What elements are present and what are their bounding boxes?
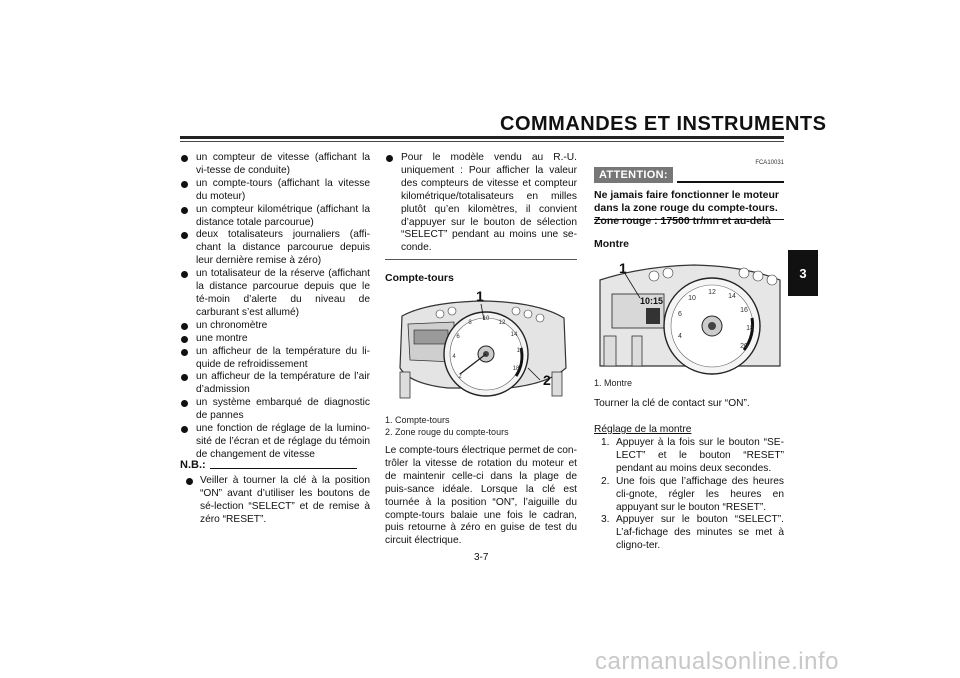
chapter-tab: 3 bbox=[788, 250, 818, 296]
figure-callout-2: 2 bbox=[543, 372, 551, 388]
attention-block: FCA10031 ATTENTION: Ne jamais faire fonc… bbox=[594, 160, 784, 228]
attention-label: ATTENTION: bbox=[594, 167, 673, 183]
step-item: 1.Appuyer à la fois sur le bouton “SE-LE… bbox=[601, 437, 784, 474]
list-item: deux totalisateurs journaliers (affi-cha… bbox=[180, 229, 370, 268]
svg-text:20: 20 bbox=[740, 343, 748, 350]
nb-note: Veiller à tourner la clé à la position “… bbox=[180, 475, 370, 527]
bullet-icon bbox=[181, 374, 188, 382]
attention-text: Ne jamais faire fonctionner le moteur da… bbox=[594, 189, 779, 227]
column-1: un compteur de vitesse (affichant la vi-… bbox=[180, 152, 370, 462]
svg-text:10: 10 bbox=[688, 295, 696, 302]
svg-text:4: 4 bbox=[678, 333, 682, 340]
attention-code: FCA10031 bbox=[755, 160, 784, 166]
svg-text:8: 8 bbox=[468, 320, 472, 326]
clock-caption: 1. Montre bbox=[594, 378, 633, 388]
bullet-icon bbox=[181, 322, 188, 330]
svg-text:6: 6 bbox=[456, 334, 460, 340]
clock-figure: 10:15 4 6 10 12 14 16 18 20 bbox=[599, 264, 781, 375]
list-item: Veiller à tourner la clé à la position “… bbox=[180, 475, 370, 527]
list-item: un afficheur de la température du li-qui… bbox=[180, 346, 370, 372]
bullet-icon bbox=[181, 155, 188, 162]
section-heading-montre: Montre bbox=[594, 238, 629, 250]
figure-caption-1: 1. Compte-tours bbox=[385, 415, 450, 425]
bullet-icon bbox=[181, 206, 188, 214]
list-item: un compte-tours (affichant la vitesse du… bbox=[180, 178, 370, 204]
list-item: Pour le modèle vendu au R.-U. uniquement… bbox=[385, 152, 577, 255]
svg-text:6: 6 bbox=[678, 311, 682, 318]
feature-list: un compteur de vitesse (affichant la vi-… bbox=[180, 152, 370, 462]
svg-text:18: 18 bbox=[746, 325, 754, 332]
bullet-icon bbox=[181, 232, 188, 240]
bullet-icon bbox=[181, 335, 188, 343]
step-item: 3.Appuyer sur le bouton “SELECT”. L’af-f… bbox=[601, 514, 784, 552]
svg-text:14: 14 bbox=[728, 293, 736, 300]
figure-callout-1: 1 bbox=[476, 288, 484, 304]
header-rule bbox=[180, 136, 784, 139]
tachometer-figure: 2 4 6 8 10 12 14 16 18 bbox=[399, 300, 567, 399]
nb-rule bbox=[209, 468, 357, 469]
list-item: un totalisateur de la réserve (affichant… bbox=[180, 268, 370, 320]
svg-text:16: 16 bbox=[517, 348, 524, 354]
svg-text:16: 16 bbox=[740, 307, 748, 314]
bullet-icon bbox=[186, 478, 193, 485]
list-item: un système embarqué de diagnostic de pan… bbox=[180, 397, 370, 423]
bullet-icon bbox=[181, 400, 188, 408]
svg-text:18: 18 bbox=[513, 366, 520, 372]
bullet-icon bbox=[386, 155, 393, 162]
clock-steps: 1.Appuyer à la fois sur le bouton “SE-LE… bbox=[594, 437, 784, 553]
list-item: un afficheur de la température de l’air … bbox=[180, 371, 370, 397]
section-heading: Compte-tours bbox=[385, 272, 454, 284]
section-divider bbox=[385, 259, 577, 260]
nb-label: N.B.: bbox=[180, 459, 206, 471]
clock-intro: Tourner la clé de contact sur “ON”. bbox=[594, 398, 750, 409]
page-title: COMMANDES ET INSTRUMENTS bbox=[500, 113, 827, 135]
bullet-icon bbox=[181, 180, 188, 188]
svg-text:2: 2 bbox=[458, 374, 462, 380]
bullet-icon bbox=[181, 348, 188, 356]
svg-text:4: 4 bbox=[452, 354, 456, 360]
bullet-icon bbox=[181, 426, 188, 434]
list-item: un compteur kilométrique (affichant la d… bbox=[180, 204, 370, 230]
watermark-footer[interactable]: carmanualsonline.info bbox=[595, 648, 839, 675]
svg-text:12: 12 bbox=[708, 289, 716, 296]
figure-callout-clock: 1 bbox=[619, 260, 627, 276]
nb-heading: N.B.: bbox=[180, 459, 357, 471]
figure-caption-2: 2. Zone rouge du compte-tours bbox=[385, 427, 509, 437]
step-item: 2.Une fois que l’affichage des heures cl… bbox=[601, 475, 784, 513]
attention-bottom-rule bbox=[594, 219, 784, 220]
svg-text:12: 12 bbox=[499, 320, 506, 326]
page-number: 3-7 bbox=[474, 552, 489, 563]
lcd-time: 10:15 bbox=[640, 296, 663, 306]
svg-text:14: 14 bbox=[511, 332, 518, 338]
attention-rule bbox=[676, 181, 784, 183]
list-item: un compteur de vitesse (affichant la vi-… bbox=[180, 152, 370, 178]
list-item: une fonction de réglage de la lumino-sit… bbox=[180, 423, 370, 462]
tachometer-paragraph: Le compte-tours électrique permet de con… bbox=[385, 445, 577, 547]
bullet-icon bbox=[181, 271, 188, 279]
svg-text:10: 10 bbox=[483, 316, 490, 322]
list-item: un chronomètre bbox=[180, 320, 370, 333]
clock-subheading: Réglage de la montre bbox=[594, 424, 692, 435]
list-item: une montre bbox=[180, 333, 370, 346]
header-rule-thin bbox=[180, 141, 784, 142]
column-2: Pour le modèle vendu au R.-U. uniquement… bbox=[385, 152, 577, 255]
